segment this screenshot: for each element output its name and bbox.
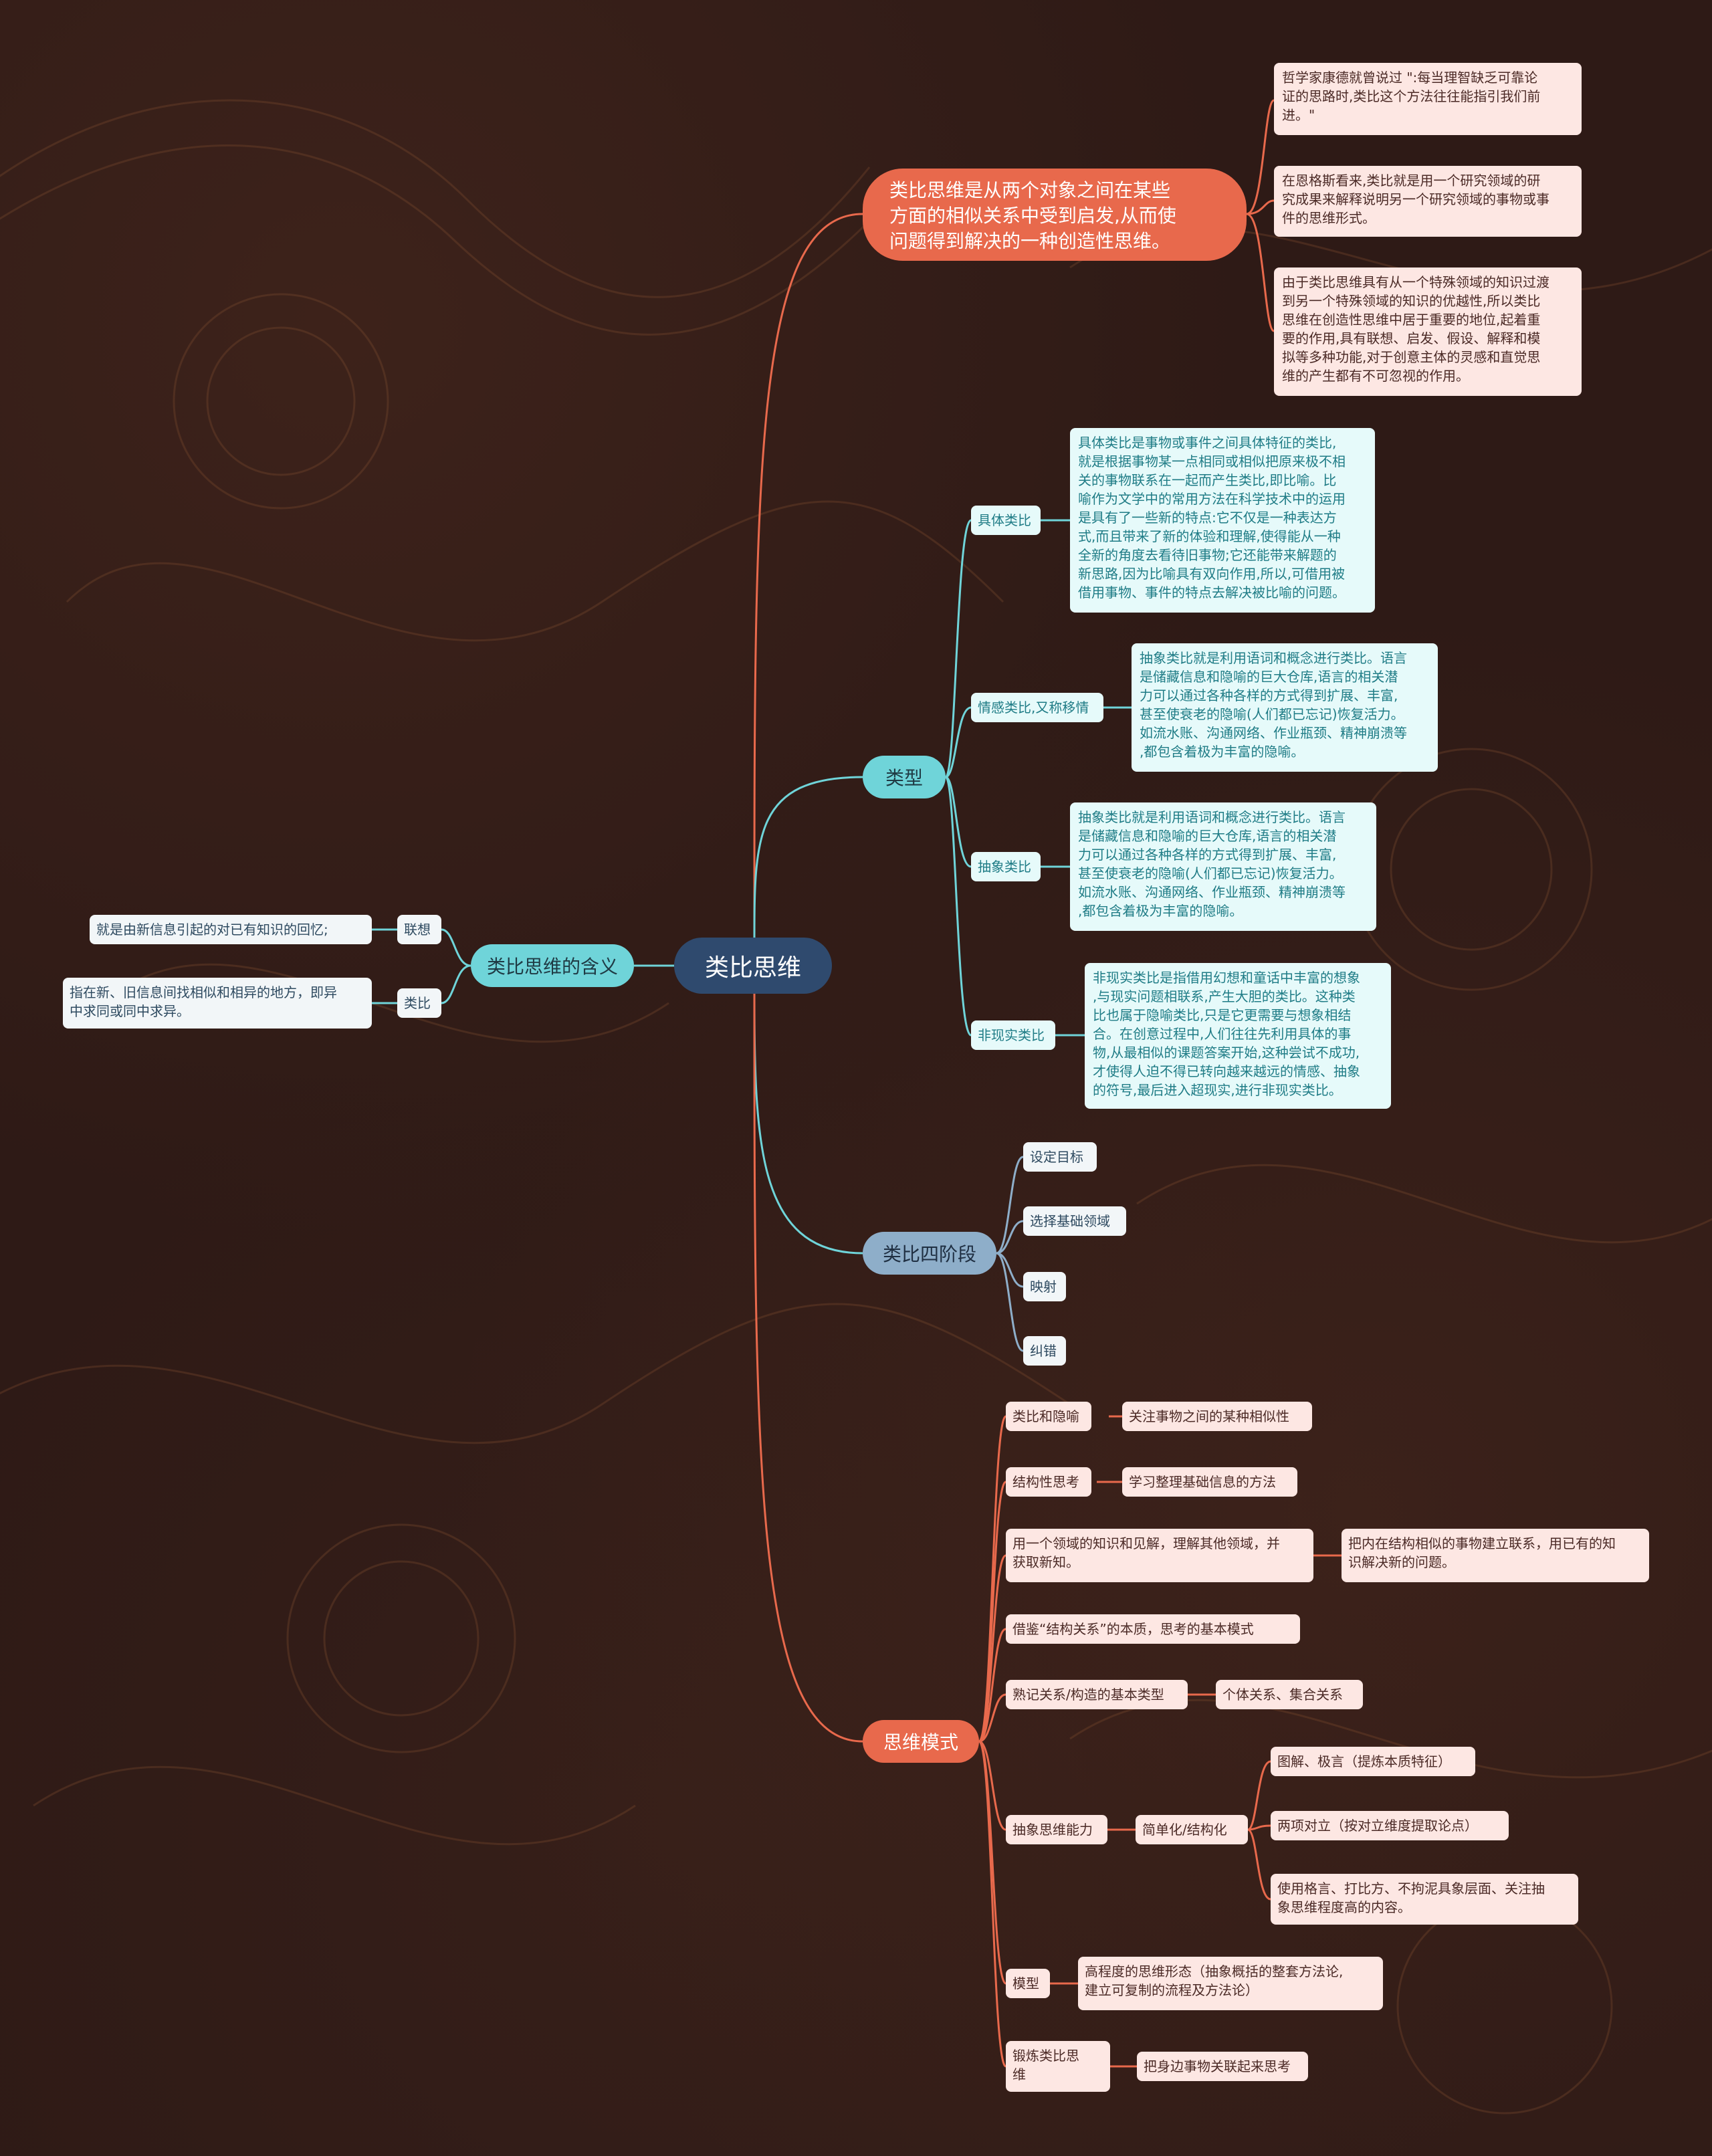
type-concrete-analogy[interactable]: 具体类比 [971, 506, 1041, 535]
type-unreal-analogy-desc[interactable]: 非现实类比是指借用幻想和童话中丰富的想象 ,与现实问题相联系,产生大胆的类比。这… [1085, 963, 1391, 1109]
stage-choose-base[interactable]: 选择基础领域 [1023, 1206, 1126, 1236]
type-emotional-analogy-desc[interactable]: 抽象类比就是利用语词和概念进行类比。语言 是储藏信息和隐喻的巨大仓库,语言的相关… [1132, 643, 1438, 772]
definition-note-engels[interactable]: 在恩格斯看来,类比就是用一个研究领域的研 究成果来解释说明另一个研究领域的事物或… [1274, 166, 1582, 237]
mode-model[interactable]: 模型 [1006, 1969, 1050, 1998]
stages-node[interactable]: 类比四阶段 [863, 1232, 996, 1275]
type-emotional-analogy[interactable]: 情感类比,又称移情 [971, 693, 1103, 722]
meaning-association[interactable]: 联想 [397, 915, 441, 944]
mode-abstract-ability[interactable]: 抽象思维能力 [1006, 1815, 1107, 1844]
mode-structural-thinking-child[interactable]: 学习整理基础信息的方法 [1122, 1467, 1297, 1497]
modes-node[interactable]: 思维模式 [863, 1720, 979, 1763]
root-node[interactable]: 类比思维 [674, 938, 832, 994]
definition-node[interactable]: 类比思维是从两个对象之间在某些 方面的相似关系中受到启发,从而使 问题得到解决的… [863, 169, 1247, 261]
meaning-analogy[interactable]: 类比 [397, 988, 441, 1018]
definition-note-importance[interactable]: 由于类比思维具有从一个特殊领域的知识过渡 到另一个特殊领域的知识的优越性,所以类… [1274, 267, 1582, 396]
mode-train-analogy[interactable]: 锻炼类比思 维 [1006, 2041, 1110, 2092]
mode-model-child[interactable]: 高程度的思维形态（抽象概括的整套方法论, 建立可复制的流程及方法论） [1078, 1957, 1383, 2010]
definition-note-kant[interactable]: 哲学家康德就曾说过 ":每当理智缺乏可靠论 证的思路时,类比这个方法往往能指引我… [1274, 63, 1582, 135]
mode-analogy-metaphor-child[interactable]: 关注事物之间的某种相似性 [1122, 1402, 1312, 1431]
types-node[interactable]: 类型 [863, 756, 946, 798]
mode-train-analogy-child[interactable]: 把身边事物关联起来思考 [1137, 2052, 1308, 2081]
mode-abstract-ability-child[interactable]: 简单化/结构化 [1136, 1815, 1248, 1844]
mode-abstract-gc-proverbs[interactable]: 使用格言、打比方、不拘泥具象层面、关注抽 象思维程度高的内容。 [1271, 1874, 1578, 1925]
stage-set-goal[interactable]: 设定目标 [1023, 1142, 1097, 1172]
mode-abstract-gc-diagram[interactable]: 图解、极言（提炼本质特征） [1271, 1747, 1475, 1776]
stage-mapping[interactable]: 映射 [1023, 1272, 1066, 1301]
mode-structural-thinking[interactable]: 结构性思考 [1006, 1467, 1091, 1497]
type-abstract-analogy[interactable]: 抽象类比 [971, 852, 1041, 881]
mode-basic-types-child[interactable]: 个体关系、集合关系 [1216, 1680, 1363, 1709]
meaning-analogy-desc[interactable]: 指在新、旧信息间找相似和相异的地方，即异 中求同或同中求异。 [63, 978, 372, 1029]
meaning-node[interactable]: 类比思维的含义 [471, 944, 634, 987]
type-unreal-analogy[interactable]: 非现实类比 [971, 1020, 1055, 1050]
type-concrete-analogy-desc[interactable]: 具体类比是事物或事件之间具体特征的类比, 就是根据事物某一点相同或相似把原来极不… [1070, 428, 1375, 613]
mode-analogy-metaphor[interactable]: 类比和隐喻 [1006, 1402, 1091, 1431]
stage-correction[interactable]: 纠错 [1023, 1336, 1066, 1366]
meaning-association-desc[interactable]: 就是由新信息引起的对已有知识的回忆; [90, 915, 372, 944]
mode-cross-domain-child[interactable]: 把内在结构相似的事物建立联系，用已有的知 识解决新的问题。 [1342, 1529, 1649, 1582]
mode-cross-domain[interactable]: 用一个领域的知识和见解，理解其他领域，并 获取新知。 [1006, 1529, 1313, 1582]
mode-basic-types[interactable]: 熟记关系/构造的基本类型 [1006, 1680, 1188, 1709]
type-abstract-analogy-desc[interactable]: 抽象类比就是利用语词和概念进行类比。语言 是储藏信息和隐喻的巨大仓库,语言的相关… [1070, 802, 1376, 931]
mode-structure-relation[interactable]: 借鉴“结构关系”的本质，思考的基本模式 [1006, 1614, 1300, 1644]
mode-abstract-gc-opposition[interactable]: 两项对立（按对立维度提取论点） [1271, 1811, 1509, 1840]
